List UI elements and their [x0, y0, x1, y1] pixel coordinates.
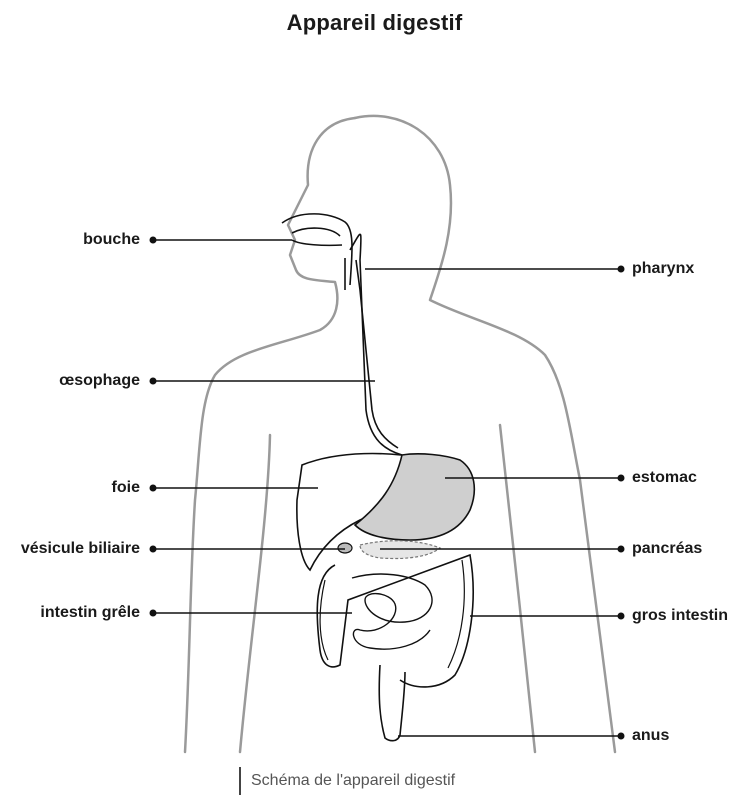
- large-intestine: [316, 553, 474, 688]
- label-intestin-grele: intestin grêle: [40, 604, 140, 621]
- small-intestine: [351, 573, 433, 650]
- leader-dots: [149, 236, 625, 740]
- rectum: [378, 664, 406, 742]
- label-anus: anus: [632, 727, 670, 744]
- label-bouche: bouche: [83, 231, 140, 248]
- label-pancreas: pancréas: [632, 540, 703, 557]
- body-outline: [183, 114, 617, 754]
- label-estomac: estomac: [632, 469, 697, 486]
- diagram-title: Appareil digestif: [286, 10, 463, 35]
- label-foie: foie: [111, 479, 140, 496]
- label-vesicule-biliaire: vésicule biliaire: [20, 540, 140, 557]
- gallbladder: [337, 542, 353, 554]
- stomach: [353, 453, 476, 541]
- upper-tract: [281, 213, 403, 456]
- figure-caption: Schéma de l'appareil digestif: [239, 767, 455, 795]
- label-pharynx: pharynx: [632, 260, 695, 277]
- label-gros-intestin: gros intestin: [632, 607, 729, 624]
- label-oesophage: œsophage: [59, 372, 140, 389]
- leader-lines: [154, 239, 620, 737]
